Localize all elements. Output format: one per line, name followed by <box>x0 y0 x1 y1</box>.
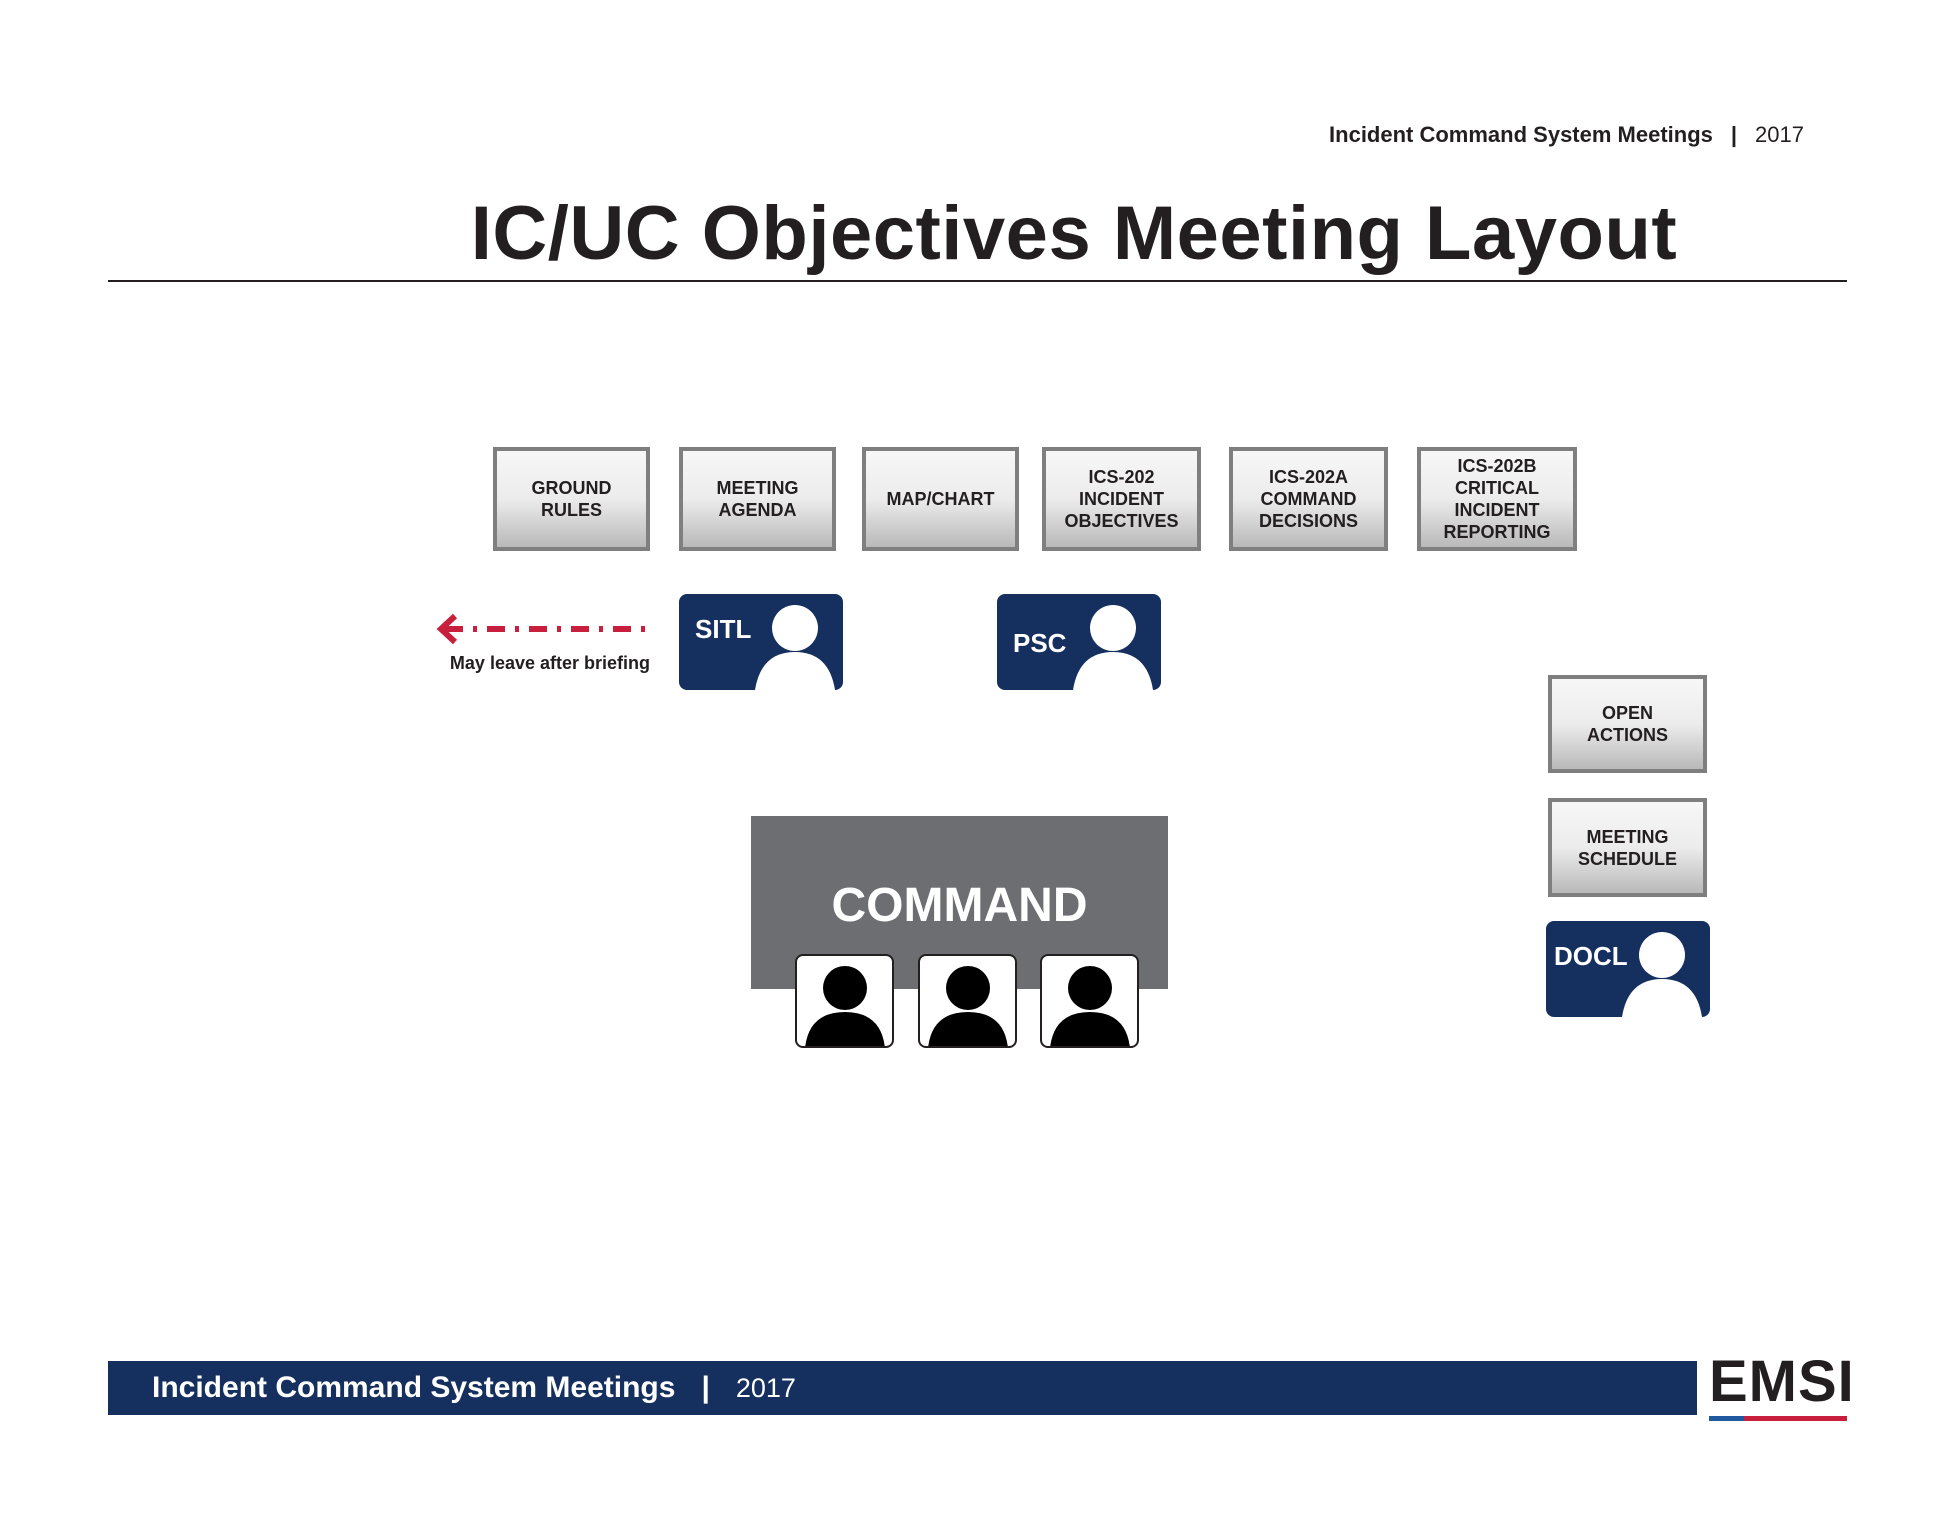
command-seat <box>1040 954 1139 1048</box>
page-title: IC/UC Objectives Meeting Layout <box>470 191 1678 276</box>
footer-series: Incident Command System Meetings <box>152 1371 676 1404</box>
person-icon <box>755 605 835 690</box>
card-ics-202: ICS-202 INCIDENT OBJECTIVES <box>1042 447 1201 551</box>
footer-year: 2017 <box>735 1372 796 1403</box>
leave-note: May leave after briefing <box>449 653 650 673</box>
card-map-chart: MAP/CHART <box>862 447 1019 551</box>
card-open-actions: OPEN ACTIONS <box>1548 675 1707 773</box>
footer-separator: | <box>701 1371 710 1404</box>
leave-arrow-icon <box>436 613 651 645</box>
person-icon <box>1050 966 1130 1046</box>
header-series: Incident Command System Meetings <box>1329 122 1713 147</box>
card-ics-202b: ICS-202B CRITICAL INCIDENT REPORTING <box>1417 447 1577 551</box>
person-icon <box>805 966 885 1046</box>
role-psc-label: PSC <box>1013 628 1067 658</box>
title-divider <box>108 280 1847 282</box>
header: Incident Command System Meetings | 2017 <box>1329 122 1804 148</box>
role-docl-label: DOCL <box>1554 941 1628 971</box>
person-icon <box>1622 932 1702 1017</box>
command-label: COMMAND <box>831 879 1088 932</box>
person-icon <box>1073 605 1153 690</box>
header-separator: | <box>1730 122 1738 147</box>
footer-bar: Incident Command System Meetings | 2017 <box>108 1361 1697 1415</box>
card-ics-202a: ICS-202A COMMAND DECISIONS <box>1229 447 1388 551</box>
card-meeting-schedule: MEETING SCHEDULE <box>1548 798 1707 897</box>
logo-text: EMSI <box>1709 1349 1855 1414</box>
card-ground-rules: GROUND RULES <box>493 447 650 551</box>
role-psc: PSC <box>997 594 1161 690</box>
role-sitl: SITL <box>679 594 843 690</box>
emsi-logo: EMSI <box>1709 1352 1855 1421</box>
header-year: 2017 <box>1755 122 1804 147</box>
command-seat <box>918 954 1017 1048</box>
role-docl: DOCL <box>1546 921 1710 1017</box>
role-sitl-label: SITL <box>695 614 752 644</box>
command-seat <box>795 954 894 1048</box>
card-meeting-agenda: MEETING AGENDA <box>679 447 836 551</box>
person-icon <box>928 966 1008 1046</box>
